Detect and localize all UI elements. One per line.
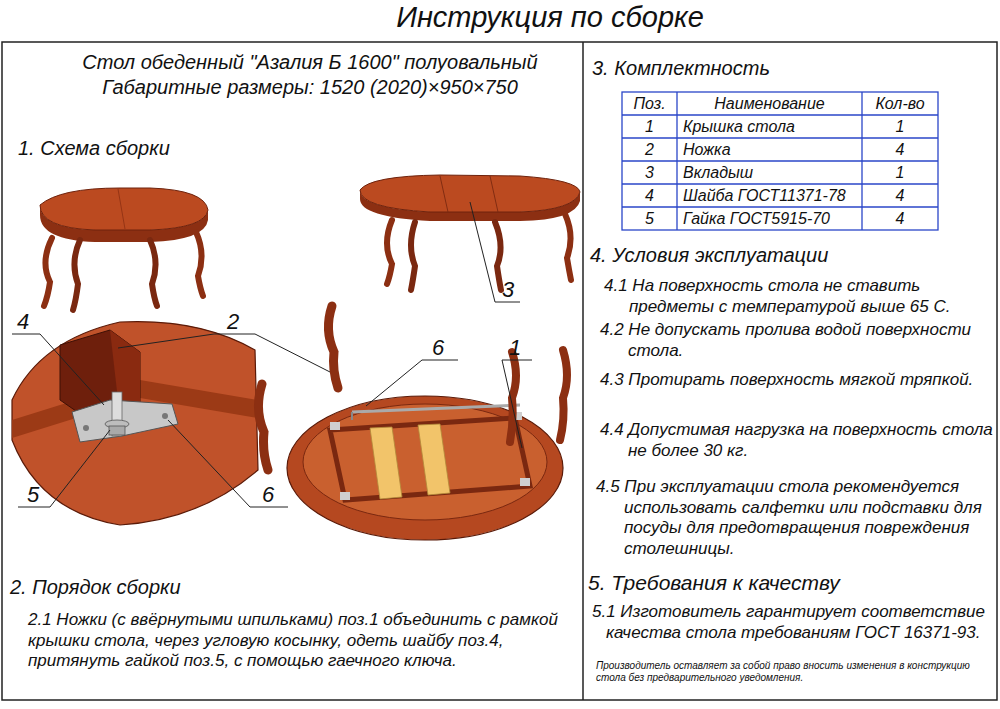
heading: Стол обеденный "Азалия Б 1600" полуоваль…	[60, 50, 560, 74]
table-header: Поз.	[622, 92, 677, 115]
table-cell: 2	[622, 138, 677, 161]
quality-text: 5.1 Изготовитель гарантирует соответстви…	[592, 602, 1000, 643]
table-cell: 5	[622, 207, 677, 230]
table-cell: 3	[622, 161, 677, 184]
page-title: Инструкция по сборке	[300, 0, 800, 35]
table-cell: 4	[862, 207, 938, 230]
condition-text: 4.3 Протирать поверхность мягкой тряпкой…	[600, 370, 1000, 391]
table-cell: 4	[862, 138, 938, 161]
section-heading: 3. Комплектность	[592, 56, 770, 80]
leader-lines	[12, 202, 532, 507]
table-cell: 1	[862, 115, 938, 138]
section-heading: 1. Схема сборки	[18, 136, 170, 160]
table-grid	[622, 92, 938, 230]
table-header: Наименование	[677, 92, 862, 115]
condition-text: 4.1 На поверхность стола не ставить пред…	[604, 276, 989, 317]
condition-text: 4.2 Не допускать пролива водой поверхнос…	[600, 320, 1000, 361]
table-cell: 4	[862, 184, 938, 207]
heading: Габаритные размеры: 1520 (2020)×950×750	[60, 75, 560, 99]
callout-number: 1	[509, 335, 521, 362]
section-heading: 4. Условия эксплуатации	[590, 243, 828, 267]
exploded-view	[258, 306, 567, 540]
table-extended	[360, 175, 580, 290]
callout-number: 6	[262, 482, 274, 509]
callout-number: 5	[27, 482, 39, 509]
section-heading: 2. Порядок сборки	[10, 575, 181, 599]
callout-number: 3	[502, 277, 514, 304]
callout-number: 2	[227, 309, 239, 336]
table-cell: 1	[622, 115, 677, 138]
table-header: Кол-во	[862, 92, 938, 115]
corner-closeup	[12, 322, 258, 525]
condition-text: 4.5 При эксплуатации стола рекомендуется…	[596, 477, 1000, 560]
table-cell: 4	[622, 184, 677, 207]
column-divider	[582, 42, 584, 700]
callout-number: 4	[17, 309, 29, 336]
table-cell: Гайка ГОСТ5915-70	[677, 207, 862, 230]
table-cell: Шайба ГОСТ11371-78	[677, 184, 862, 207]
instruction-text: 2.1 Ножки (с ввёрнутыми шпильками) поз.1…	[28, 610, 568, 672]
table-cell: Вкладыш	[677, 161, 862, 184]
callout-number: 6	[432, 335, 444, 362]
table-cell: Крышка стола	[677, 115, 862, 138]
section-heading: 5. Требования к качеству	[588, 570, 840, 596]
table-cell: 1	[862, 161, 938, 184]
footnote: Производитель оставляет за собой право в…	[596, 660, 986, 684]
condition-text: 4.4 Допустимая нагрузка на поверхность с…	[600, 420, 998, 461]
table-cell: Ножка	[677, 138, 862, 161]
table-assembled	[40, 188, 208, 310]
